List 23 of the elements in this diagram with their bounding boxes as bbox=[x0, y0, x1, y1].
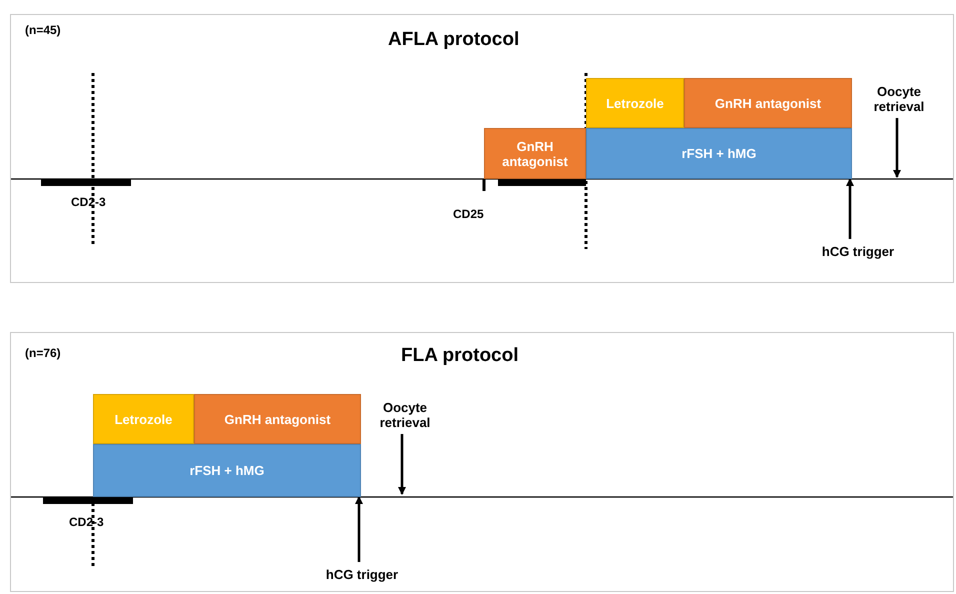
drug-bar: GnRH antagonist bbox=[484, 128, 586, 179]
arrow bbox=[398, 434, 406, 495]
event-label: hCG trigger bbox=[307, 564, 417, 584]
protocol-panel bbox=[10, 332, 954, 592]
drug-bar: GnRH antagonist bbox=[194, 394, 361, 444]
drug-bar: Letrozole bbox=[93, 394, 194, 444]
panel-title: FLA protocol bbox=[401, 345, 518, 367]
drug-bar: Letrozole bbox=[586, 78, 684, 128]
event-label: Oocyte retrieval bbox=[859, 81, 939, 117]
arrow bbox=[355, 496, 363, 562]
sample-size-label: (n=45) bbox=[25, 23, 61, 37]
drug-bar: rFSH + hMG bbox=[586, 128, 852, 179]
event-label: hCG trigger bbox=[813, 241, 903, 261]
arrow bbox=[846, 178, 854, 239]
event-label: Oocyte retrieval bbox=[365, 397, 445, 433]
drug-bar: GnRH antagonist bbox=[684, 78, 852, 128]
panel-title: AFLA protocol bbox=[388, 29, 520, 51]
cycle-day-label: CD2-3 bbox=[69, 515, 104, 529]
arrow bbox=[893, 118, 901, 178]
protocol-panel bbox=[10, 14, 954, 283]
cycle-day-label: CD25 bbox=[453, 207, 484, 221]
drug-bar: rFSH + hMG bbox=[93, 444, 361, 497]
sample-size-label: (n=76) bbox=[25, 346, 61, 360]
